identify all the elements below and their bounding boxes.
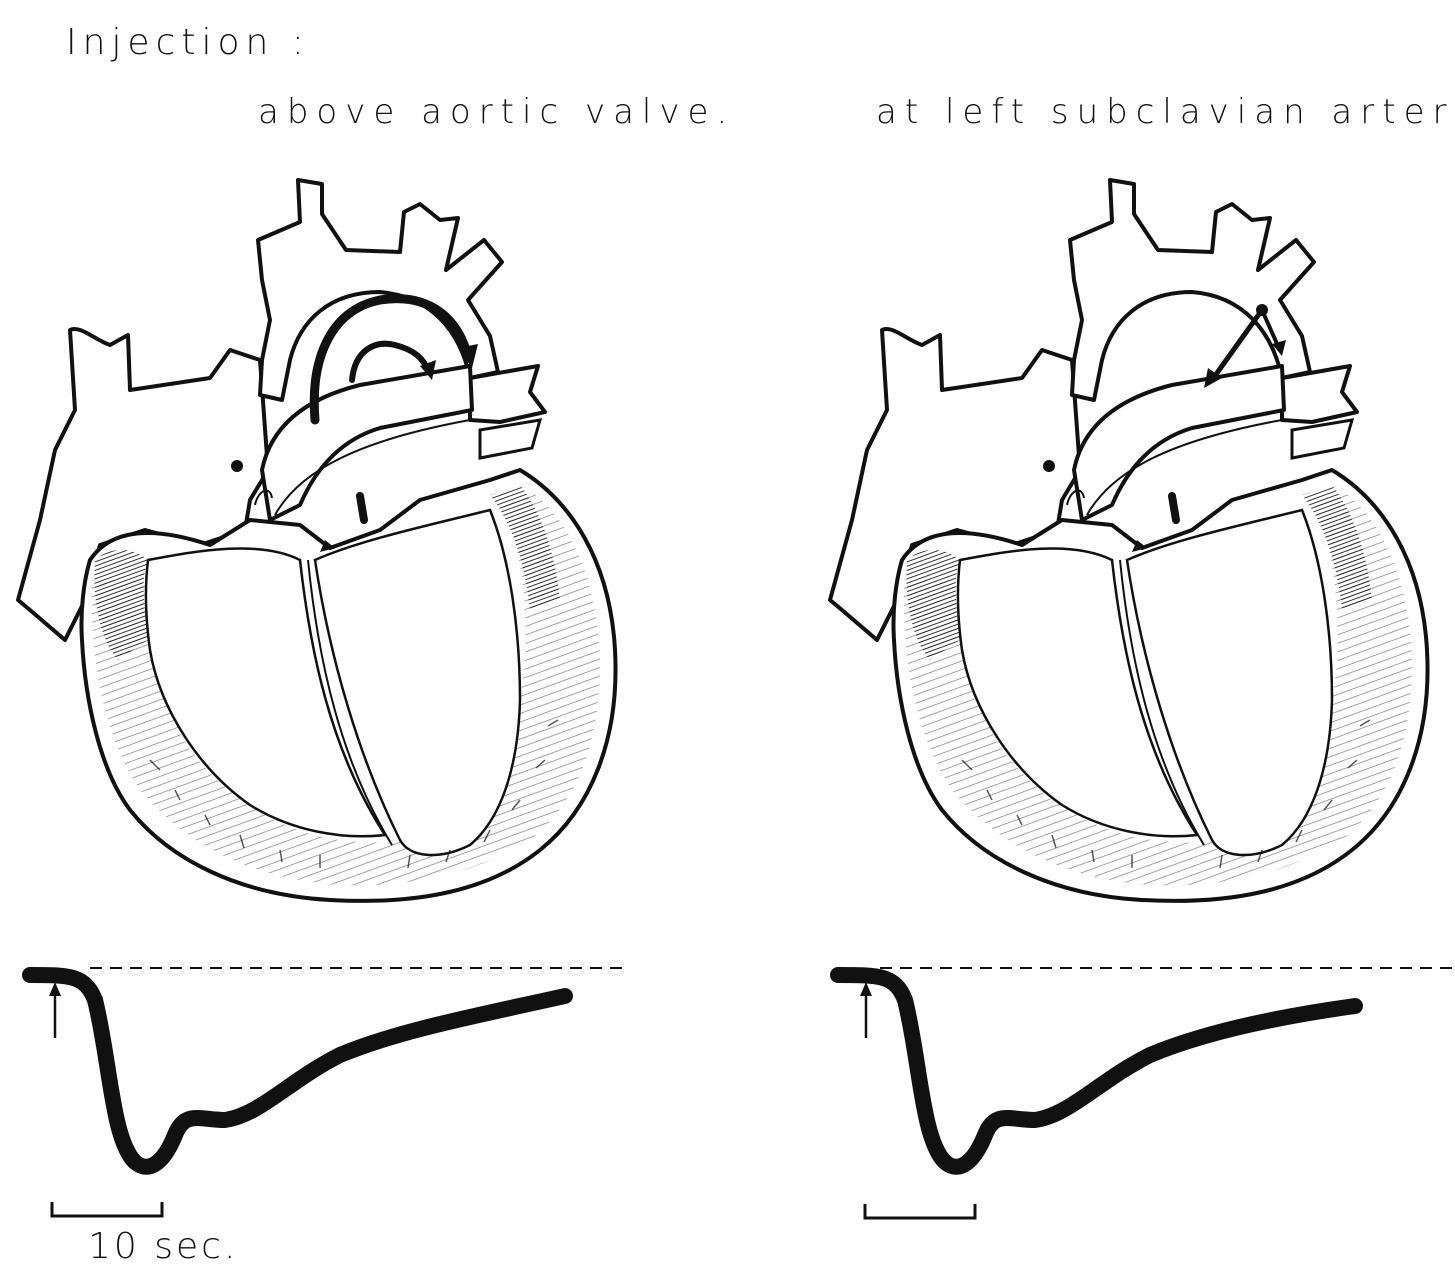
concentration-curve <box>30 975 565 1167</box>
concentration-curve <box>838 975 1355 1167</box>
heart-diagram-left <box>18 180 616 901</box>
scale-bar-label: 10 sec. <box>88 1226 238 1267</box>
dilution-curve-left <box>30 968 625 1216</box>
heart-diagram-right <box>830 180 1428 901</box>
time-scale-bar <box>865 1204 975 1218</box>
time-scale-bar <box>52 1202 162 1216</box>
dilution-curve-right <box>838 968 1452 1218</box>
